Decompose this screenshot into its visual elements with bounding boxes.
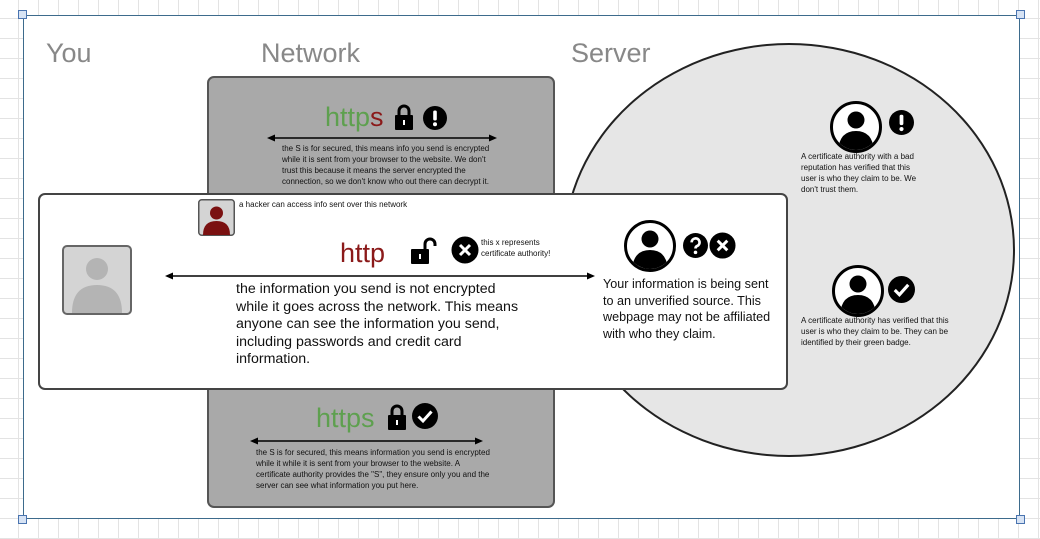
arrow-top bbox=[267, 134, 497, 142]
https-prefix: http bbox=[325, 102, 371, 132]
https-label-top: https bbox=[325, 101, 384, 133]
column-heading-you: You bbox=[46, 38, 92, 68]
main-description: the information you send is not encrypte… bbox=[236, 281, 519, 367]
server-good-ca-avatar-icon bbox=[832, 265, 884, 317]
bottom-panel-description: the S is for secured, this means informa… bbox=[256, 448, 490, 490]
resize-handle-top-left[interactable] bbox=[18, 10, 27, 19]
arrow-bottom bbox=[250, 437, 483, 445]
column-heading-server: Server bbox=[571, 38, 651, 68]
resize-handle-bottom-left[interactable] bbox=[18, 515, 27, 524]
http-label: http bbox=[340, 238, 386, 268]
https-s-letter: s bbox=[370, 102, 384, 132]
hacker-avatar-icon bbox=[198, 199, 235, 236]
unverified-server-avatar-icon bbox=[624, 220, 676, 272]
x-circle-icon bbox=[709, 232, 736, 259]
x-circle-icon bbox=[451, 236, 479, 264]
x-note: this x represents certificate authority! bbox=[481, 238, 551, 258]
https-label-bottom: https bbox=[316, 403, 375, 433]
lock-icon bbox=[388, 404, 406, 430]
column-heading-network: Network bbox=[261, 38, 361, 68]
exclamation-icon bbox=[889, 110, 914, 135]
exclamation-icon bbox=[423, 106, 447, 130]
server-bad-ca-note: A certificate authority with a bad reput… bbox=[801, 152, 917, 194]
lock-icon bbox=[395, 104, 413, 130]
question-icon bbox=[683, 233, 708, 258]
arrow-main bbox=[165, 272, 595, 280]
resize-handle-top-right[interactable] bbox=[1016, 10, 1025, 19]
unverified-server-note: Your information is being sent to an unv… bbox=[603, 277, 771, 341]
server-good-ca-note: A certificate authority has verified tha… bbox=[801, 316, 949, 347]
top-panel-description: the S is for secured, this means info yo… bbox=[282, 144, 490, 186]
hacker-note: a hacker can access info sent over this … bbox=[239, 200, 408, 209]
unlock-icon bbox=[411, 237, 437, 264]
user-avatar-icon bbox=[62, 245, 132, 315]
server-bad-ca-avatar-icon bbox=[830, 101, 882, 153]
check-icon bbox=[412, 403, 438, 429]
resize-handle-bottom-right[interactable] bbox=[1016, 515, 1025, 524]
check-icon bbox=[888, 276, 915, 303]
